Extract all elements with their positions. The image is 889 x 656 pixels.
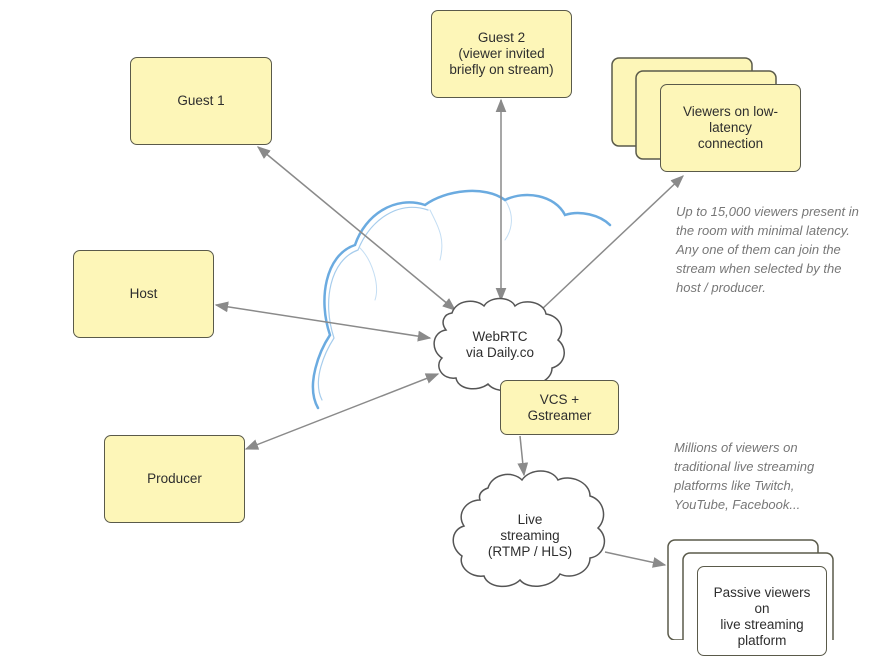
vcs-gstreamer-node: VCS + Gstreamer [500, 380, 619, 435]
live-line-3: (RTMP / HLS) [487, 544, 573, 559]
note2-line-3: platforms like Twitch, [674, 478, 795, 493]
passive-viewers-label: Passive viewers on live streaming platfo… [698, 585, 826, 649]
producer-label: Producer [147, 471, 202, 486]
viewers-line-2: latency [709, 120, 752, 135]
note2-line-4: YouTube, Facebook... [674, 497, 801, 512]
guest2-line-1: Guest 2 [477, 30, 526, 45]
vcs-label: VCS + Gstreamer [516, 392, 604, 424]
vcs-line-1: VCS + [539, 391, 580, 407]
vcs-line-2: Gstreamer [527, 407, 592, 423]
note1-line-4: stream when selected by the [676, 261, 842, 276]
arrow-producer-webrtc [244, 373, 440, 450]
webrtc-line-2: via Daily.co [465, 345, 535, 360]
webrtc-label: WebRTC via Daily.co [450, 329, 550, 361]
arrow-vcs-live [517, 435, 529, 477]
note2-line-1: Millions of viewers on [674, 440, 798, 455]
passive-line-2: live streaming [720, 617, 804, 632]
producer-node: Producer [104, 435, 245, 523]
webrtc-line-1: WebRTC [472, 329, 528, 344]
low-latency-note: Up to 15,000 viewers present in the room… [676, 202, 859, 297]
guest2-node: Guest 2 (viewer invited briefly on strea… [431, 10, 572, 98]
viewers-low-latency-node: Viewers on low- latency connection [660, 84, 801, 172]
viewers-line-3: connection [697, 136, 764, 151]
note1-line-1: Up to 15,000 viewers present in [676, 204, 859, 219]
note1-line-5: host / producer. [676, 280, 766, 295]
passive-line-3: platform [737, 633, 787, 648]
live-line-2: streaming [500, 528, 560, 543]
guest2-label: Guest 2 (viewer invited briefly on strea… [437, 30, 565, 78]
arrow-webrtc-viewers [540, 175, 684, 311]
arrow-host-webrtc [214, 301, 432, 342]
live-line-1: Live [517, 512, 543, 527]
passive-viewers-node: Passive viewers on live streaming platfo… [697, 566, 827, 656]
arrow-guest1-webrtc [256, 146, 457, 311]
live-streaming-label: Live streaming (RTMP / HLS) [480, 512, 580, 560]
viewers-line-1: Viewers on low- [682, 104, 779, 119]
passive-line-1: Passive viewers on [713, 585, 811, 616]
live-streaming-cloud-shape [452, 470, 606, 588]
guest2-line-2: (viewer invited [458, 46, 545, 61]
viewers-low-latency-label: Viewers on low- latency connection [671, 104, 790, 152]
guest1-node: Guest 1 [130, 57, 272, 145]
guest1-label: Guest 1 [177, 93, 225, 108]
note1-line-3: Any one of them can join the [676, 242, 841, 257]
note1-line-2: the room with minimal latency. [676, 223, 850, 238]
host-label: Host [129, 286, 158, 301]
host-node: Host [73, 250, 214, 338]
traditional-note: Millions of viewers on traditional live … [674, 438, 814, 514]
guest2-line-3: briefly on stream) [449, 62, 554, 77]
note2-line-2: traditional live streaming [674, 459, 815, 474]
arrow-live-passive [604, 551, 667, 568]
